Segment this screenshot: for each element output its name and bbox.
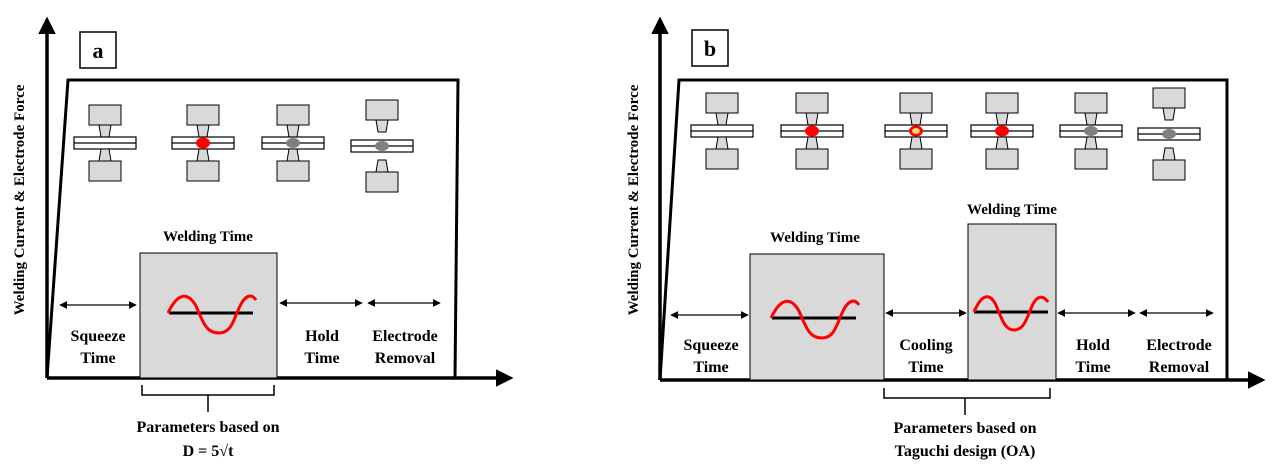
- y-axis-label: Welding Current & Electrode Force: [12, 84, 28, 315]
- parameters-label: Parameters based on: [136, 419, 279, 436]
- hold-label: Hold: [1076, 337, 1110, 354]
- welding-pulse-2: [967, 223, 1057, 381]
- parameters-bracket: [141, 385, 275, 412]
- parameters-formula: D = 5√t: [183, 443, 234, 460]
- electrode-state-3: [261, 104, 325, 182]
- electrode-state-1: [690, 92, 754, 170]
- electrode-state-2: [171, 104, 235, 182]
- squeeze-label-2: Time: [80, 350, 115, 367]
- panel-label: b: [704, 36, 716, 61]
- force-profile: [45, 78, 460, 379]
- removal-label-2: Removal: [375, 350, 436, 367]
- squeeze-label: Squeeze: [683, 337, 738, 354]
- panel-label-box: [691, 29, 729, 67]
- welding-time-label: Welding Time: [163, 229, 253, 245]
- panel-label: a: [93, 38, 104, 63]
- removal-label: Electrode: [1146, 337, 1211, 354]
- panel-label-box: [79, 31, 117, 69]
- squeeze-label: Squeeze: [70, 328, 125, 345]
- welding-pulse: [139, 252, 278, 379]
- force-profile: [658, 78, 1229, 381]
- hold-label-2: Time: [1075, 359, 1110, 376]
- squeeze-label-2: Time: [693, 359, 728, 376]
- panel-a: a Welding Current & Electrode Force Weld…: [12, 16, 514, 460]
- electrode-state-4: [970, 92, 1034, 170]
- current-wave: [166, 294, 258, 335]
- cooling-label: Cooling: [899, 337, 952, 354]
- electrode-state-4: [350, 99, 414, 193]
- welding-time-label-1: Welding Time: [770, 230, 860, 246]
- electrode-state-3: [884, 92, 948, 170]
- parameters-design: Taguchi design (OA): [895, 443, 1036, 460]
- parameters-bracket: [883, 388, 1051, 415]
- electrode-state-5: [1059, 92, 1123, 170]
- welding-time-label-2: Welding Time: [967, 202, 1057, 218]
- electrode-state-1: [73, 104, 137, 182]
- panel-b: b Welding Current & Electrode Force: [626, 16, 1266, 460]
- electrode-state-6: [1137, 87, 1201, 181]
- removal-label: Electrode: [372, 328, 437, 345]
- cooling-label-2: Time: [908, 359, 943, 376]
- hold-label-2: Time: [304, 350, 339, 367]
- current-wave-1: [769, 299, 861, 340]
- parameters-label: Parameters based on: [893, 420, 1036, 437]
- removal-label-2: Removal: [1149, 359, 1210, 376]
- electrode-state-2: [780, 92, 844, 170]
- current-wave-2: [972, 295, 1050, 332]
- hold-label: Hold: [305, 328, 339, 345]
- y-axis-label: Welding Current & Electrode Force: [626, 84, 642, 315]
